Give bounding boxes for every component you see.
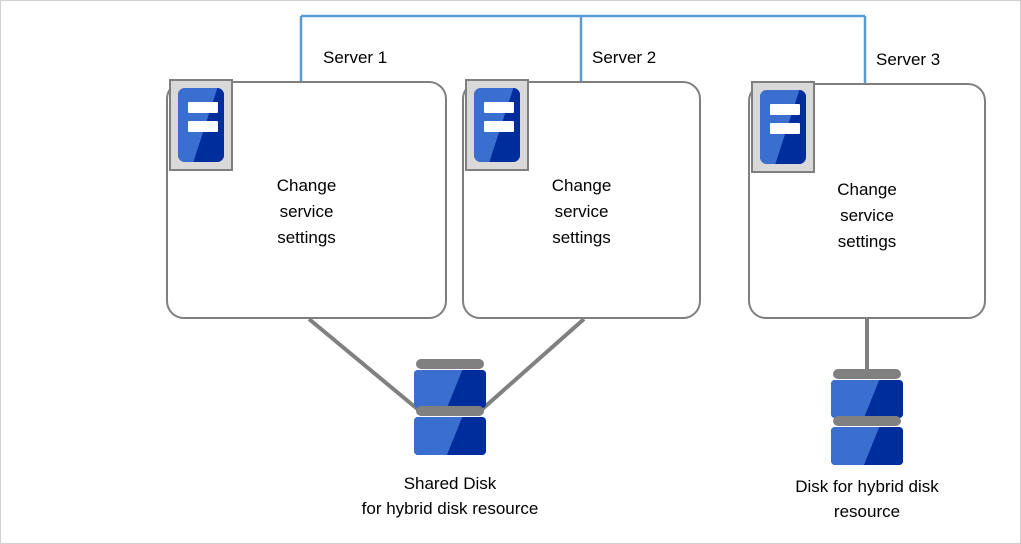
connector-server-2-to-shared-disk	[477, 317, 586, 414]
server-icon	[751, 81, 815, 173]
disk-connector-lines	[307, 317, 869, 414]
server-icon-chassis	[474, 88, 520, 162]
server-2-label: Server 2	[592, 48, 657, 67]
disk-cap-top	[416, 359, 484, 369]
server-1-body-text: Change service settings	[276, 176, 337, 247]
disk-platter-lower	[831, 427, 903, 465]
disk-cap-top	[833, 369, 901, 379]
server-icon-chassis	[178, 88, 224, 162]
disk-cap-middle	[416, 406, 484, 416]
server-1-label: Server 1	[323, 48, 388, 67]
server-3-box[interactable]: Change service settings	[748, 83, 986, 319]
shared-disk-icon[interactable]	[414, 359, 486, 455]
server-3-body-text: Change service settings	[837, 180, 897, 251]
shared-disk-caption: Shared Disk for hybrid disk resource	[361, 474, 539, 518]
server-icon-bar-bottom	[770, 123, 800, 134]
disk-platter-upper	[831, 380, 903, 418]
hybrid-disk-caption: Disk for hybrid disk resource	[795, 477, 939, 521]
server-icon-bar-bottom	[484, 121, 514, 132]
disk-platter-lower	[414, 417, 486, 455]
server-icon-chassis	[760, 90, 806, 164]
server-icon-bar-bottom	[188, 121, 218, 132]
server-icon-bar-top	[484, 102, 514, 113]
server-icon	[169, 79, 233, 171]
server-icon-bar-top	[188, 102, 218, 113]
connector-server-1-to-shared-disk	[307, 317, 423, 414]
server-icon	[465, 79, 529, 171]
server-2-body-text: Change service settings	[551, 176, 612, 247]
server-icon-bar-top	[770, 104, 800, 115]
disk-platter-upper	[414, 370, 486, 408]
server-3-label: Server 3	[876, 50, 941, 69]
server-1-box[interactable]: Change service settings	[166, 81, 447, 319]
hybrid-disk-icon[interactable]	[831, 369, 903, 465]
disk-cap-middle	[833, 416, 901, 426]
